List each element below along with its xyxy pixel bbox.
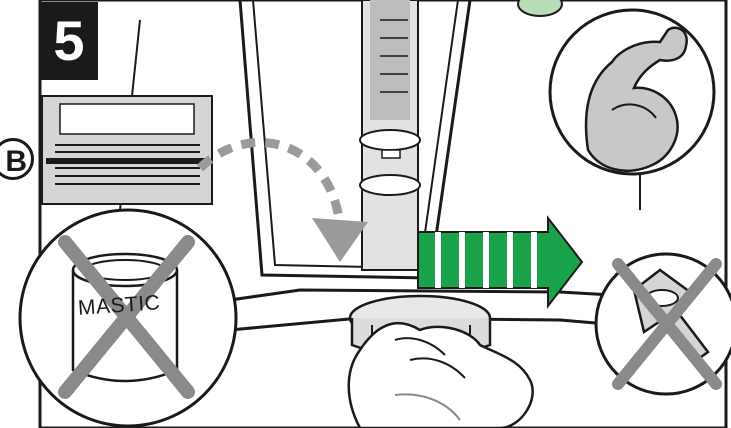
wrench-panel — [596, 254, 731, 394]
green-cap — [518, 0, 562, 16]
detail-inset — [42, 96, 212, 204]
mastic-panel — [20, 210, 236, 426]
step-number-badge: 5 — [40, 2, 98, 80]
strength-panel — [550, 10, 714, 174]
drain-tube — [360, 0, 420, 270]
